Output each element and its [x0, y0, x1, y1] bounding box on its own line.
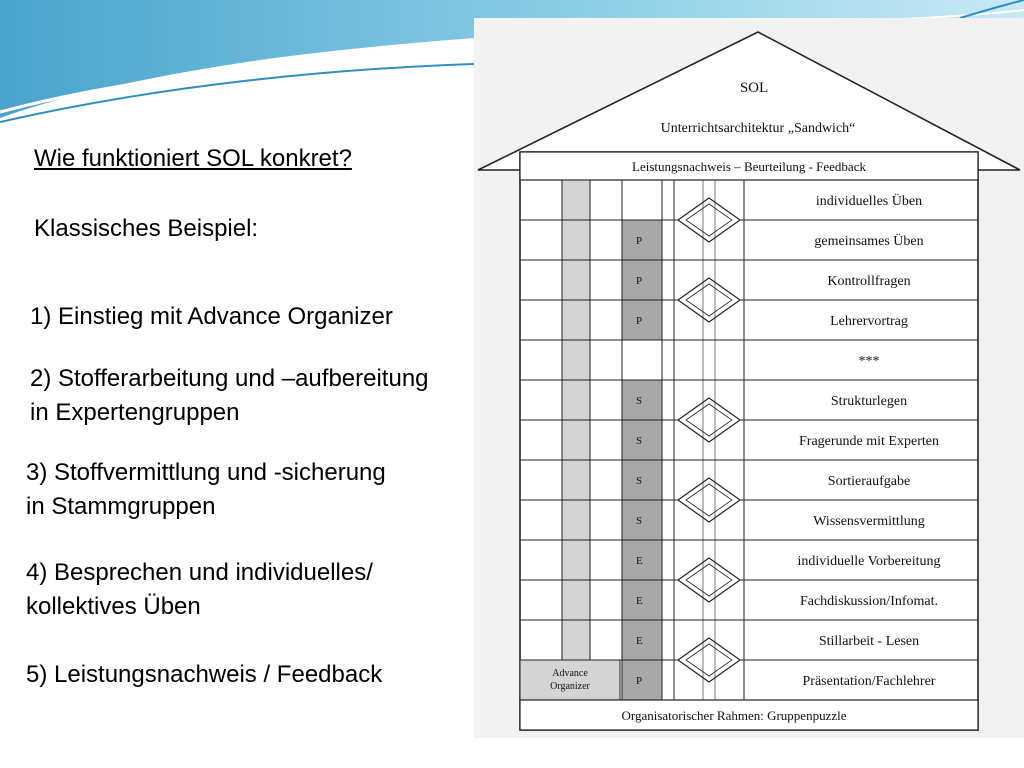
phase-letter: E	[636, 555, 643, 567]
roof-subtitle: Unterrichtsarchitektur „Sandwich“	[661, 121, 856, 136]
activity-label: Kontrollfragen	[827, 274, 910, 289]
activity-label: ***	[859, 354, 880, 369]
step-5: 5) Leistungsnachweis / Feedback	[26, 658, 382, 692]
step-3-line1: 3) Stoffvermittlung und -sicherung	[26, 459, 386, 486]
roof-title: SOL	[740, 80, 768, 96]
step-2-line1: 2) Stofferarbeitung und –aufbereitung	[30, 365, 429, 392]
phase-letter: S	[636, 435, 642, 447]
transition-diamond	[676, 557, 742, 603]
phase-letter: P	[636, 275, 642, 287]
phase-letter: S	[636, 515, 642, 527]
step-3-line2: in Stammgruppen	[26, 493, 216, 520]
activity-label: individuelles Üben	[816, 192, 922, 209]
phase-cell	[621, 539, 663, 581]
phase-cell	[621, 219, 663, 261]
transition-diamond-inner	[685, 403, 733, 437]
phase-letter: S	[636, 475, 642, 487]
phase-letter: S	[636, 395, 642, 407]
slide-title: Wie funktioniert SOL konkret?	[34, 145, 352, 172]
transition-diamond	[676, 277, 742, 323]
activity-label: Fragerunde mit Experten	[799, 434, 939, 449]
bottom-bar-label: Organisatorischer Rahmen: Gruppenpuzzle	[621, 708, 846, 723]
advance-organizer-line2: Organizer	[550, 681, 590, 692]
step-4-line2: kollektives Üben	[26, 593, 201, 620]
phase-cell	[621, 659, 663, 701]
transition-diamond	[676, 477, 742, 523]
step-2-line2: in Expertengruppen	[30, 399, 240, 426]
phase-cell	[621, 579, 663, 621]
bottom-bar	[519, 699, 979, 731]
step-3: 3) Stoffvermittlung und -sicherung in St…	[26, 456, 386, 524]
transition-diamond-inner	[685, 203, 733, 237]
advance-organizer-line1: Advance	[552, 668, 588, 679]
step-4: 4) Besprechen und individuelles/ kollekt…	[26, 556, 373, 624]
activity-label: Sortieraufgabe	[828, 474, 910, 489]
step-5-line1: 5) Leistungsnachweis / Feedback	[26, 661, 383, 688]
step-4-line1: 4) Besprechen und individuelles/	[26, 559, 373, 586]
sol-house-diagram: SOL Unterrichtsarchitektur „Sandwich“ Le…	[477, 31, 1021, 731]
phase-cell	[621, 259, 663, 301]
transition-diamond	[676, 397, 742, 443]
transition-diamond-inner	[685, 483, 733, 517]
activity-label: gemeinsames Üben	[814, 232, 923, 249]
phase-cell	[621, 299, 663, 341]
top-bar	[519, 151, 979, 181]
house-roof	[477, 31, 1021, 171]
activity-label: Fachdiskussion/Infomat.	[800, 594, 938, 609]
transition-diamond	[676, 637, 742, 683]
transition-diamond-inner	[685, 563, 733, 597]
activity-label: individuelle Vorbereitung	[798, 554, 941, 569]
step-1-line1: 1) Einstieg mit Advance Organizer	[30, 303, 393, 330]
phase-letter: E	[636, 635, 643, 647]
activity-label: Strukturlegen	[831, 394, 907, 409]
advance-organizer-box	[519, 659, 621, 701]
activity-label: Lehrervortrag	[830, 314, 908, 329]
transition-diamond-inner	[685, 643, 733, 677]
activity-label: Stillarbeit - Lesen	[819, 634, 919, 649]
transition-diamond-inner	[685, 283, 733, 317]
phase-letter: E	[636, 595, 643, 607]
activity-label: Wissensvermittlung	[813, 514, 924, 529]
phase-letter: P	[636, 315, 642, 327]
step-1: 1) Einstieg mit Advance Organizer	[30, 300, 393, 334]
transition-diamond	[676, 197, 742, 243]
activity-label: Präsentation/Fachlehrer	[803, 674, 936, 689]
top-bar-label: Leistungsnachweis – Beurteilung - Feedba…	[632, 159, 866, 174]
step-2: 2) Stofferarbeitung und –aufbereitung in…	[30, 362, 429, 430]
phase-cell	[621, 499, 663, 541]
phase-letter: P	[636, 235, 642, 247]
phase-cell	[621, 619, 663, 661]
phase-cell	[621, 379, 663, 421]
phase-letter: P	[636, 675, 642, 687]
slide-subtitle: Klassisches Beispiel:	[34, 215, 259, 242]
phase-cell	[621, 419, 663, 461]
